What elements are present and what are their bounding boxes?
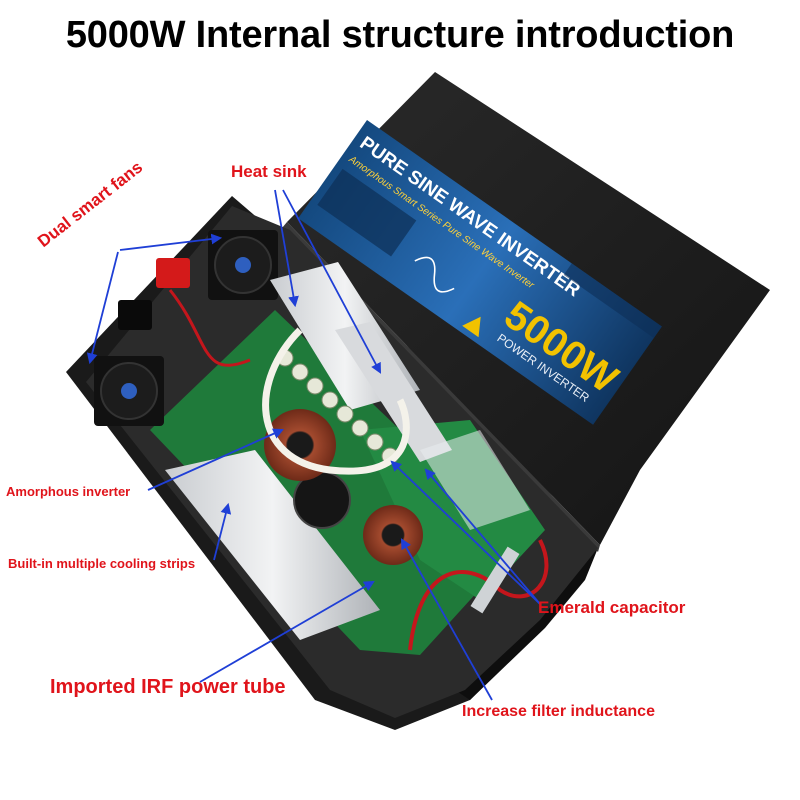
black-terminal xyxy=(118,300,152,330)
arrow-irf xyxy=(199,580,375,683)
callout-filter-inductance: Increase filter inductance xyxy=(462,703,655,720)
heat-sink-lower xyxy=(165,450,380,640)
callout-emerald-capacitor: Emerald capacitor xyxy=(538,598,686,617)
side-connector xyxy=(470,546,520,614)
heat-sink-strip xyxy=(335,322,452,462)
arrow-emerald-1 xyxy=(390,460,541,605)
control-board xyxy=(420,430,530,530)
toroid-coil-main xyxy=(264,409,336,481)
arrow-lines xyxy=(86,189,541,701)
arrow-cooling xyxy=(213,502,232,561)
spec-strip xyxy=(317,168,417,257)
red-wire-bottom xyxy=(408,539,549,651)
arrow-emerald-2 xyxy=(424,468,541,605)
arrow-amorphous xyxy=(147,428,284,491)
callout-cooling-strips: Built-in multiple cooling strips xyxy=(8,556,196,571)
arrow-filter xyxy=(400,538,493,701)
sine-wave-icon xyxy=(414,256,455,293)
info-block xyxy=(563,263,662,338)
red-wire-top xyxy=(168,289,251,367)
callout-heat-sink: Heat sink xyxy=(231,162,307,181)
arrow-fan-2 xyxy=(86,251,119,365)
fan-right xyxy=(208,230,278,300)
page-title: 5000W Internal structure introduction xyxy=(65,14,735,56)
arrow-fan-1 xyxy=(119,233,223,251)
red-terminal xyxy=(156,258,190,288)
arrow-heat-2 xyxy=(282,189,382,374)
capacitor-row xyxy=(276,349,399,465)
label-panel xyxy=(298,119,662,425)
white-wire xyxy=(262,327,410,475)
toroid-coil-filter xyxy=(363,505,423,565)
callout-amorphous-inverter: Amorphous inverter xyxy=(6,484,131,499)
callout-irf-power-tube: Imported IRF power tube xyxy=(50,676,286,698)
warning-icon xyxy=(462,316,481,338)
fan-left xyxy=(94,356,164,426)
arrow-heat-1 xyxy=(274,189,299,308)
